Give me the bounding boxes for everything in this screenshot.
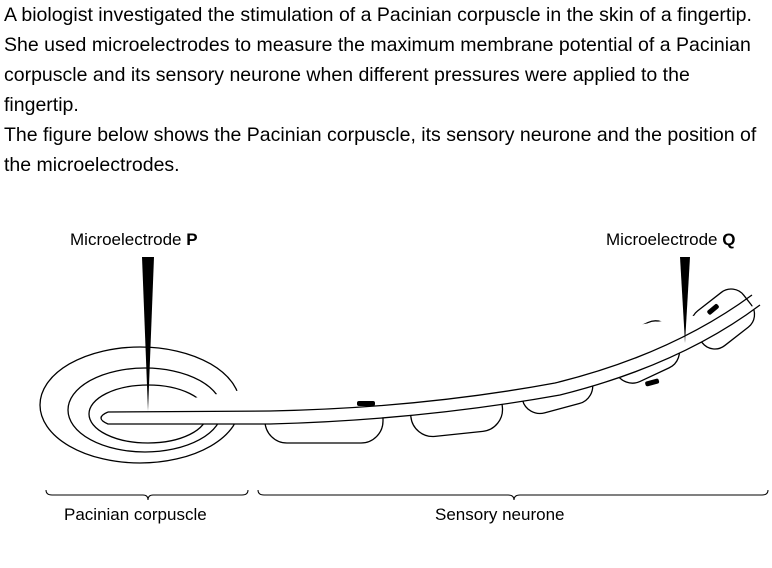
sensory-neurone-label: Sensory neurone [435,505,565,524]
nucleus-1 [357,401,375,406]
nucleus-2 [645,378,660,387]
axon-lower [100,304,761,425]
corpuscle-diagram [39,257,769,501]
neurone-bracket [257,489,769,501]
microelectrode-q-label: Microelectrode Q [606,230,736,249]
pacinian-corpuscle-label: Pacinian corpuscle [64,505,207,524]
nucleus-3 [707,304,719,315]
microelectrode-p-label: Microelectrode P [70,230,198,249]
microelectrode-q [680,257,690,343]
axon-upper [107,294,753,413]
intro-paragraph: A biologist investigated the stimulation… [4,4,752,116]
pacinian-figure: Microelectrode P Microelectrode Q [0,215,772,545]
question-text: A biologist investigated the stimulation… [4,0,768,180]
microelectrode-p [142,257,154,411]
figure-description: The figure below shows the Pacinian corp… [4,124,757,176]
pacinian-bracket [45,489,249,501]
